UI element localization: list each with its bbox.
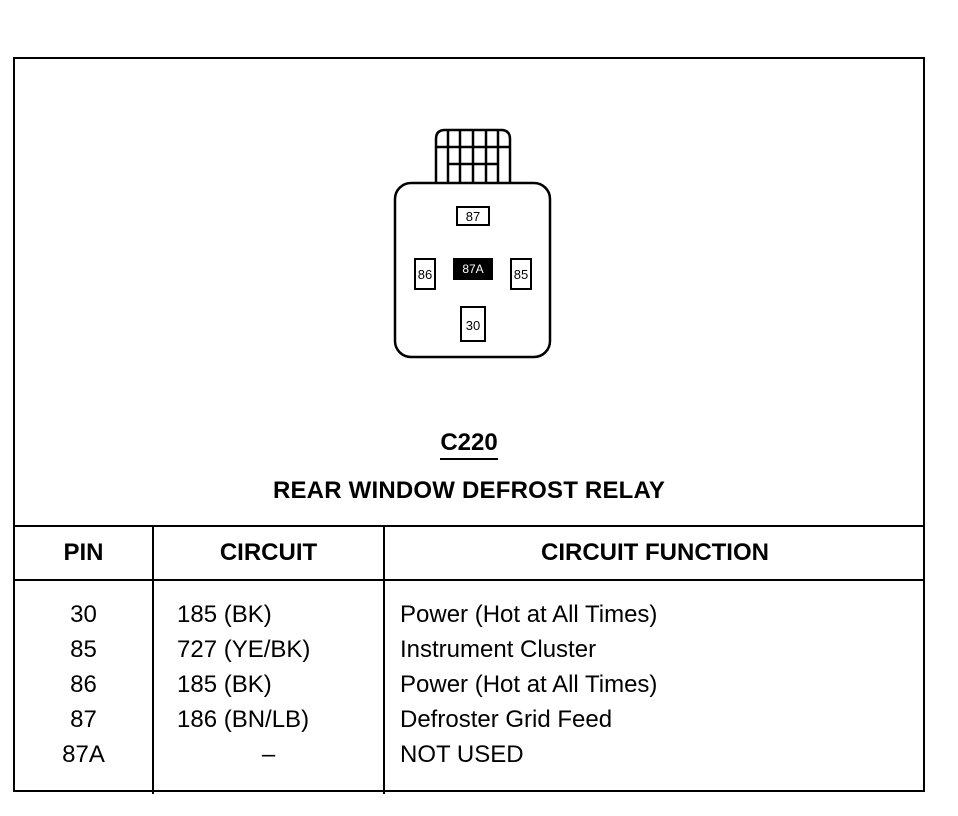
header-circuit-function: CIRCUIT FUNCTION [541,539,769,566]
pin-cell: 87A [62,741,105,768]
connector-lock-tab [434,128,512,183]
cavity-30: 30 [460,306,486,342]
cavity-30-label: 30 [466,318,480,333]
circuit-cell: 186 (BN/LB) [177,706,310,733]
cavity-86-label: 86 [418,267,432,282]
connector-id: C220 [15,429,923,460]
circuit-cell: – [261,741,276,768]
circuit-cell: 185 (BK) [177,671,272,698]
connector-title: REAR WINDOW DEFROST RELAY [272,477,666,504]
function-cell: Defroster Grid Feed [400,706,613,733]
header-divider [15,579,923,581]
function-cell: Power (Hot at All Times) [400,671,658,698]
table-row: 30 185 (BK) Power (Hot at All Times) [15,597,923,632]
pinout-table: PIN CIRCUIT CIRCUIT FUNCTION 30 185 (BK)… [15,525,923,794]
cavity-87a-label: 87A [462,262,483,276]
function-cell: Instrument Cluster [400,636,597,663]
circuit-cell: 185 (BK) [177,601,272,628]
connector-view: 87 86 87A 85 30 C220 [15,59,923,525]
column-divider [152,527,154,794]
relay-connector-face: 87 86 87A 85 30 [393,128,552,359]
circuit-cell: 727 (YE/BK) [177,636,311,663]
table-row: 85 727 (YE/BK) Instrument Cluster [15,632,923,667]
cavity-87: 87 [456,206,490,226]
function-cell: NOT USED [400,741,524,768]
table-row: 87A – NOT USED [15,737,923,772]
column-divider [383,527,385,794]
table-row: 87 186 (BN/LB) Defroster Grid Feed [15,702,923,737]
diagram-frame: 87 86 87A 85 30 C220 [13,57,925,794]
cavity-86: 86 [414,258,436,290]
pin-cell: 87 [70,706,97,733]
header-pin: PIN [63,539,104,566]
pin-cell: 85 [70,636,97,663]
connector-id-text: C220 [440,430,498,460]
cavity-87-label: 87 [466,209,480,224]
cavity-85-label: 85 [514,267,528,282]
pin-cell: 30 [70,601,97,628]
function-cell: Power (Hot at All Times) [400,601,658,628]
table-row: 86 185 (BK) Power (Hot at All Times) [15,667,923,702]
table-body: 30 185 (BK) Power (Hot at All Times) 85 … [15,597,923,772]
cavity-85: 85 [510,258,532,290]
header-circuit: CIRCUIT [219,539,318,566]
pin-cell: 86 [70,671,97,698]
cavity-87a: 87A [453,258,493,280]
